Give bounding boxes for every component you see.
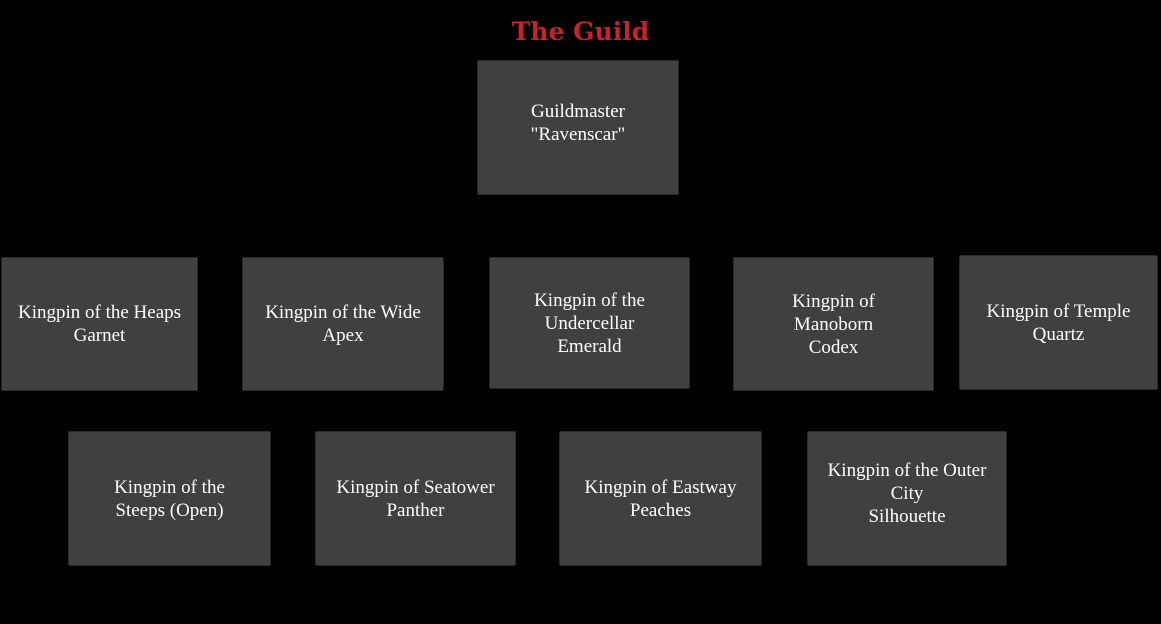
node-kingpin-eastway-title: Kingpin of Eastway [584,476,737,498]
node-kingpin-wide-apex-name: Apex [322,325,364,346]
node-kingpin-wide-apex[interactable]: Kingpin of the Wide Apex [242,257,444,391]
node-kingpin-heaps-title: Kingpin of the Heaps [17,302,182,323]
node-kingpin-outer-city[interactable]: Kingpin of the Outer City Silhouette [807,431,1007,566]
node-kingpin-seatower-name: Panther [386,499,445,521]
node-kingpin-outer-city-area: City [890,483,924,504]
node-kingpin-seatower-title: Kingpin of Seatower [336,476,495,498]
node-kingpin-steeps-title: Kingpin of the [114,476,225,498]
node-kingpin-undercellar-title: Kingpin of the [534,289,645,311]
node-kingpin-undercellar-area: Undercellar [544,312,635,334]
node-kingpin-seatower[interactable]: Kingpin of Seatower Panther [315,431,516,566]
node-kingpin-wide-apex-title: Kingpin of the Wide [265,302,421,323]
node-kingpin-heaps-name: Garnet [73,325,126,346]
node-kingpin-outer-city-name: Silhouette [868,506,946,527]
node-kingpin-steeps-name: Steeps (Open) [115,499,224,521]
node-kingpin-manoborn-area: Manoborn [793,313,874,335]
node-kingpin-temple-title: Kingpin of Temple [986,300,1131,322]
node-kingpin-temple-name: Quartz [1032,323,1085,345]
node-guildmaster-name: "Ravenscar" [530,123,626,145]
node-kingpin-undercellar[interactable]: Kingpin of the Undercellar Emerald [489,257,690,389]
node-kingpin-steeps[interactable]: Kingpin of the Steeps (Open) [68,431,271,566]
node-kingpin-manoborn-title: Kingpin of [792,290,875,312]
node-kingpin-heaps[interactable]: Kingpin of the Heaps Garnet [1,257,198,391]
node-kingpin-temple[interactable]: Kingpin of Temple Quartz [959,255,1158,390]
node-guildmaster[interactable]: Guildmaster "Ravenscar" [477,60,679,195]
node-kingpin-manoborn-name: Codex [808,336,859,358]
node-guildmaster-title: Guildmaster [531,100,625,122]
node-kingpin-manoborn[interactable]: Kingpin of Manoborn Codex [733,257,934,391]
node-kingpin-eastway[interactable]: Kingpin of Eastway Peaches [559,431,762,566]
node-kingpin-outer-city-title: Kingpin of the Outer [827,460,987,481]
diagram-title: The Guild [511,17,650,46]
node-kingpin-eastway-name: Peaches [629,499,692,521]
node-kingpin-undercellar-name: Emerald [557,335,622,357]
